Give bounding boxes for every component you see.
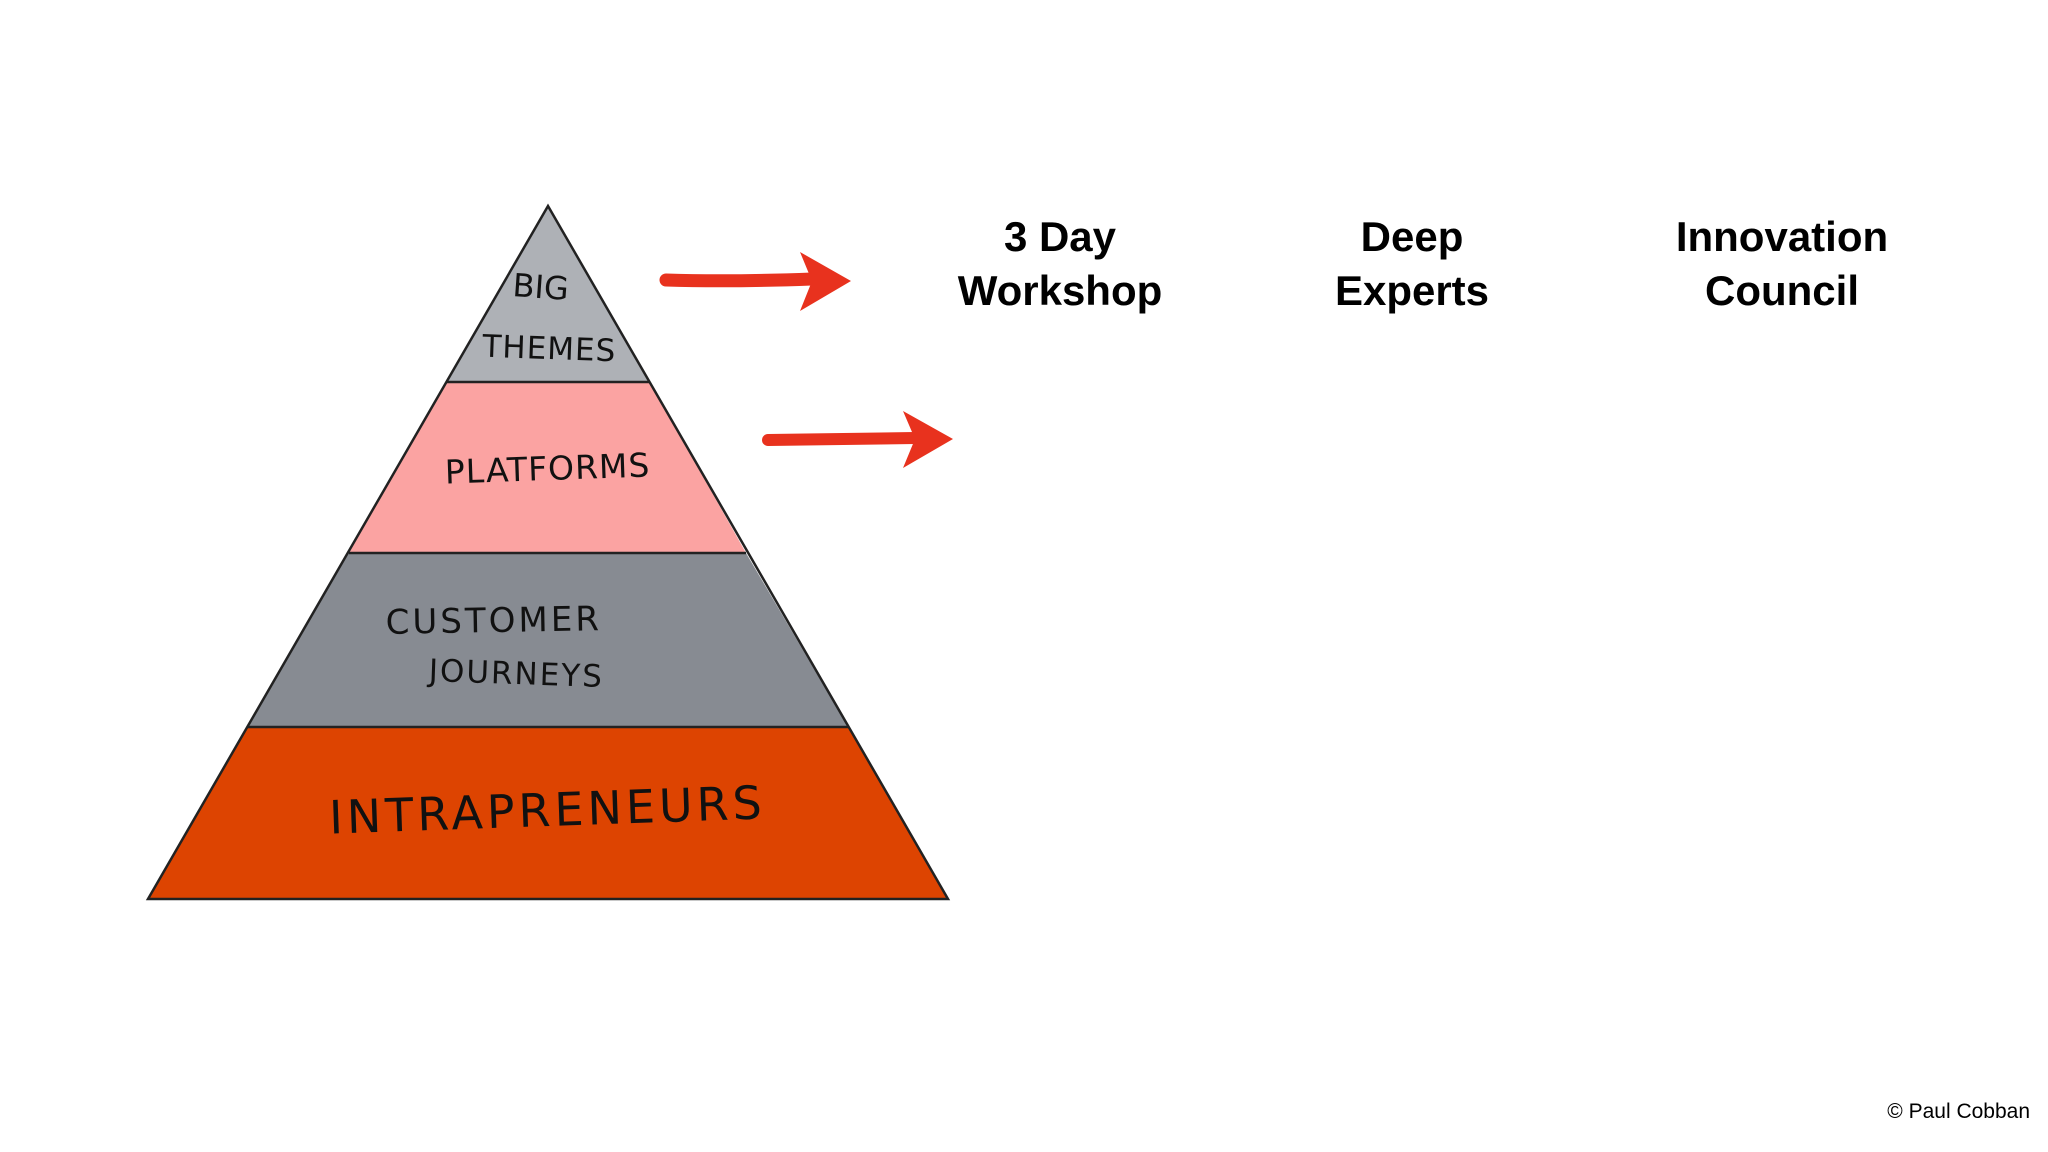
layer-label-platforms: PLATFORMS <box>444 445 651 491</box>
column-header-innovation-council: Innovation Council <box>1622 210 1942 318</box>
column-header-line: Innovation <box>1675 213 1889 260</box>
column-header-line: 3 Day <box>1003 213 1117 260</box>
arrow-to-three-day-workshop <box>659 252 851 311</box>
column-header-line: Council <box>1705 267 1859 314</box>
column-header-3-day-workshop: 3 Day Workshop <box>900 210 1220 318</box>
layer-label-themes: THEMES <box>481 329 617 370</box>
pyramid-layer-customer-journeys <box>247 553 848 727</box>
layer-label-journeys: JOURNEYS <box>426 653 604 695</box>
layer-label-big: BIG <box>511 266 570 308</box>
pyramid-layer-platforms <box>349 382 746 553</box>
column-header-line: Workshop <box>957 267 1163 314</box>
arrow-from-platforms <box>762 411 953 468</box>
pyramid-layer-intrapreneurs <box>148 727 948 899</box>
column-header-deep-experts: Deep Experts <box>1252 210 1572 318</box>
column-header-line: Experts <box>1334 267 1490 314</box>
layer-label-customer: CUSTOMER <box>385 599 602 643</box>
pyramid-outline <box>145 203 951 901</box>
pyramid-layer-big-themes <box>446 206 650 382</box>
copyright-notice: © Paul Cobban <box>1887 1100 2030 1123</box>
column-header-line: Deep <box>1360 213 1464 260</box>
